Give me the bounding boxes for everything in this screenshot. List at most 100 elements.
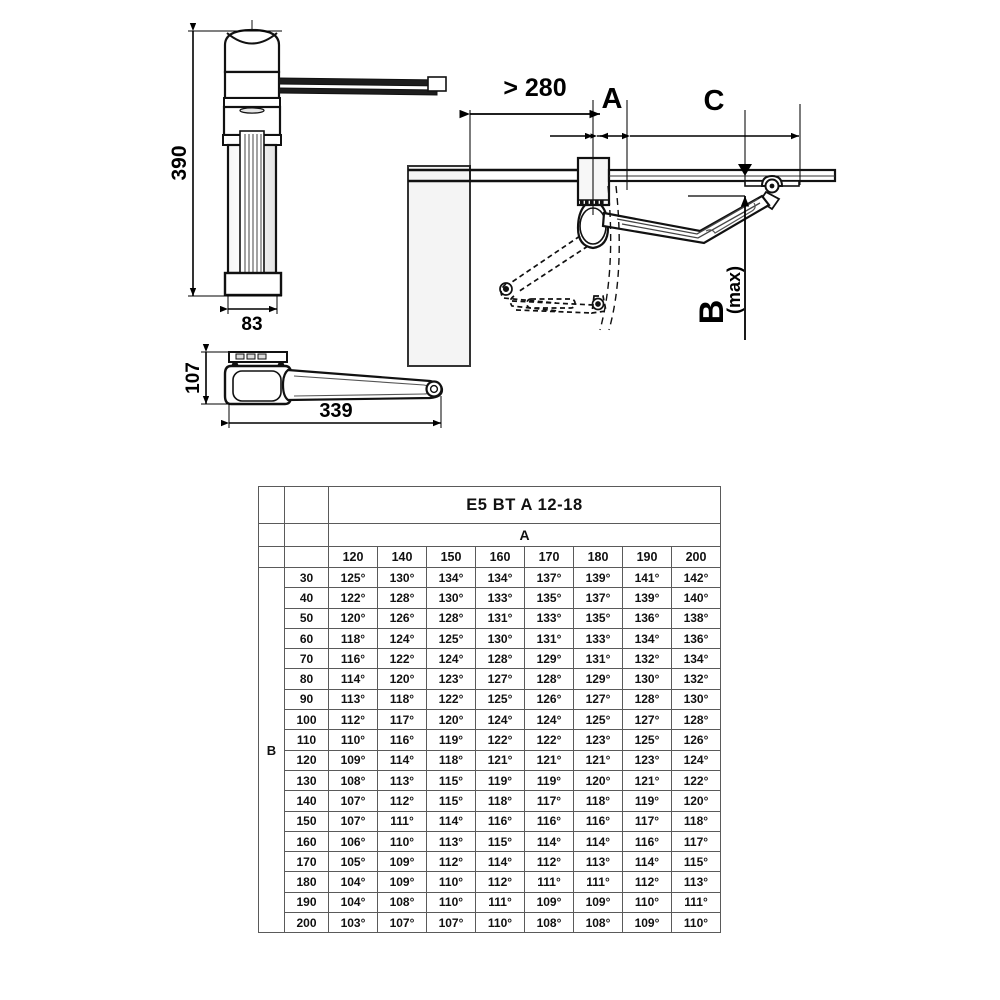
lift-mechanism-elevation-icon [222,20,447,297]
cell-b40-a160: 133° [475,587,525,609]
cell-b100-a150: 120° [426,709,476,731]
cell-b150-a150: 114° [426,810,476,832]
cell-b190-a160: 111° [475,891,525,914]
cell-b200-a200: 110° [671,912,721,934]
row-header-170: 170 [284,851,329,873]
dimension-339-label: 339 [319,400,352,422]
cell-b110-a150: 119° [426,729,476,751]
cell-b100-a180: 125° [573,709,623,731]
dimension-c-label: C [704,85,725,117]
row-group-label-b: B [258,566,285,934]
cell-b60-a170: 131° [524,627,574,650]
cell-b70-a200: 134° [671,648,721,670]
cell-b150-a160: 116° [475,810,525,832]
cell-b160-a140: 110° [377,830,427,853]
row-header-180: 180 [284,871,329,893]
cell-b40-a140: 128° [377,587,427,609]
row-header-200: 200 [284,912,329,934]
cell-b110-a160: 122° [475,729,525,751]
cell-b90-a180: 127° [573,688,623,711]
cell-b160-a170: 114° [524,830,574,853]
cell-b30-a200: 142° [671,566,721,589]
cell-b120-a160: 121° [475,749,525,771]
cell-b70-a180: 131° [573,648,623,670]
cell-b30-a190: 141° [622,566,672,589]
table-colgroup-row: A [258,523,721,547]
cell-b110-a140: 116° [377,729,427,751]
cell-b150-a140: 111° [377,810,427,832]
table-title: E5 BT A 12-18 [328,486,721,524]
dimension-b-sub-label: (max) [724,266,744,314]
cell-b170-a200: 115° [671,851,721,873]
col-header-170: 170 [524,546,574,568]
cell-b150-a190: 117° [622,810,672,832]
cell-b70-a140: 122° [377,648,427,670]
cell-b200-a160: 110° [475,912,525,934]
cell-b190-a180: 109° [573,891,623,914]
dimension-c: C [622,85,799,140]
cell-b170-a160: 114° [475,851,525,873]
lift-mechanism-plan-icon [223,351,444,406]
cell-b120-a170: 121° [524,749,574,771]
row-header-140: 140 [284,790,329,812]
shelf-icon [607,168,837,183]
cell-b170-a120: 105° [328,851,378,873]
col-header-150: 150 [426,546,476,568]
cell-b200-a120: 103° [328,912,378,934]
cell-b130-a180: 120° [573,769,623,792]
dimension-endpoint-markers [738,164,752,176]
cell-b190-a140: 108° [377,891,427,914]
cell-b60-a200: 136° [671,627,721,650]
row-header-120: 120 [284,749,329,771]
angle-reference-table: E5 BT A 12-18 A 120 140 150 160 170 180 … [258,486,721,934]
cell-b80-a120: 114° [328,668,378,690]
cell-b130-a160: 119° [475,769,525,792]
row-header-150: 150 [284,810,329,832]
cell-b140-a180: 118° [573,790,623,812]
dimension-clearance-280: > 280 [459,74,600,119]
dimension-83: 83 [220,296,278,335]
cell-b130-a190: 121° [622,769,672,792]
cell-b140-a140: 112° [377,790,427,812]
support-arm-open-position [601,194,771,245]
swing-centreline [599,185,620,331]
cell-b100-a120: 112° [328,709,378,731]
cell-b110-a180: 123° [573,729,623,751]
cell-b90-a120: 113° [328,688,378,711]
pivot-bracket-icon [744,174,800,211]
cell-b80-a200: 132° [671,668,721,690]
cell-b140-a190: 119° [622,790,672,812]
table-column-headers: 120 140 150 160 170 180 190 200 [258,546,721,568]
carcass-rails [408,168,578,183]
dimension-107-label: 107 [183,362,204,394]
cell-b100-a160: 124° [475,709,525,731]
cell-b110-a190: 125° [622,729,672,751]
cell-b170-a150: 112° [426,851,476,873]
cell-b120-a140: 114° [377,749,427,771]
cell-b50-a140: 126° [377,607,427,629]
cell-b70-a170: 129° [524,648,574,670]
dimension-339: 339 [221,396,442,428]
cell-b50-a180: 135° [573,607,623,629]
cell-b60-a140: 124° [377,627,427,650]
cell-b160-a200: 117° [671,830,721,853]
cell-b160-a180: 114° [573,830,623,853]
cell-b60-a190: 134° [622,627,672,650]
row-header-90: 90 [284,688,329,711]
cell-b70-a120: 116° [328,648,378,670]
cell-b30-a120: 125° [328,566,378,589]
cell-b80-a150: 123° [426,668,476,690]
cell-b90-a170: 126° [524,688,574,711]
cell-b90-a190: 128° [622,688,672,711]
cell-b50-a200: 138° [671,607,721,629]
